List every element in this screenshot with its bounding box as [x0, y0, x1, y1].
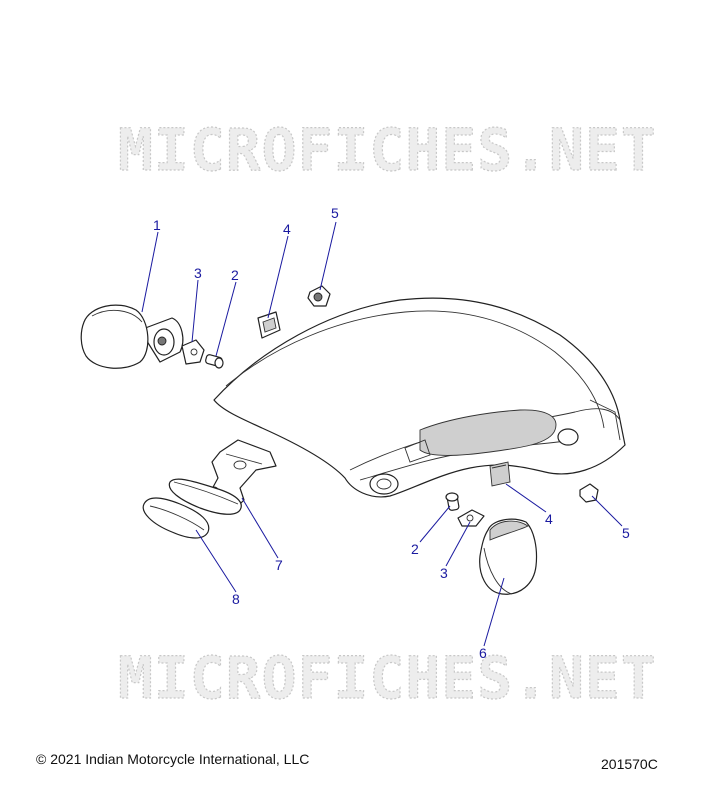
callout-labels: 1 3 2 4 5 7 8 4 5 2 3 6 — [153, 205, 630, 661]
bracket-clip-top — [181, 339, 205, 365]
license-bracket — [168, 439, 277, 515]
drawing-number: 201570C — [601, 756, 658, 772]
callout-8: 8 — [232, 591, 240, 607]
rear-fender — [213, 297, 626, 498]
callout-5-top: 5 — [331, 205, 339, 221]
copyright-notice: © 2021 Indian Motorcycle International, … — [36, 751, 310, 767]
callout-6: 6 — [479, 645, 487, 661]
grommet-plate-bottom — [489, 461, 511, 487]
license-lamp-lens — [142, 497, 210, 539]
callout-2-bottom: 2 — [411, 541, 419, 557]
bolt-bottom — [445, 492, 460, 511]
callout-4-top: 4 — [283, 221, 291, 237]
watermark-top: MICROFICHES.NET — [118, 116, 657, 184]
nut-top — [307, 285, 331, 307]
grommet-plate-top — [257, 311, 281, 339]
leader-lines — [141, 221, 623, 647]
callout-1-top: 1 — [153, 217, 161, 233]
watermark-bottom: MICROFICHES.NET — [118, 644, 657, 712]
turn-signal-left — [80, 304, 184, 369]
bracket-clip-bottom — [457, 509, 485, 527]
callout-2-top: 2 — [231, 267, 239, 283]
callout-3-bottom: 3 — [440, 565, 448, 581]
callout-7: 7 — [275, 557, 283, 573]
turn-signal-right — [479, 518, 538, 595]
callout-5-bottom: 5 — [622, 525, 630, 541]
callout-3-top: 3 — [194, 265, 202, 281]
callout-4-bottom: 4 — [545, 511, 553, 527]
bolt-top — [205, 354, 224, 369]
